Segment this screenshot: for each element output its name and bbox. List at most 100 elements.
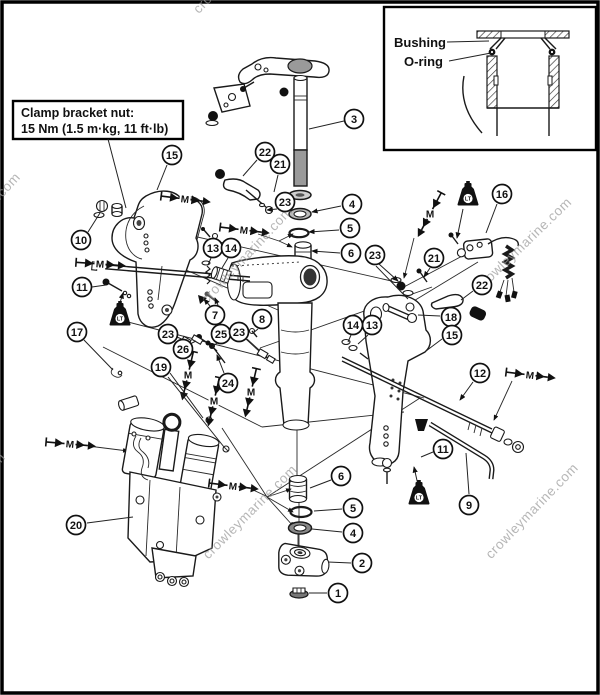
- svg-text:LT: LT: [416, 495, 423, 501]
- callout-23: 23: [228, 321, 260, 352]
- svg-text:20: 20: [70, 520, 82, 532]
- callout-4: 4: [311, 193, 363, 215]
- swivel-bracket: [226, 255, 328, 549]
- steering-arm: [205, 56, 330, 127]
- trim-sender-assembly: [448, 232, 520, 303]
- svg-text:4: 4: [350, 528, 357, 540]
- callout-25: 25: [210, 323, 232, 348]
- svg-text:13: 13: [366, 320, 378, 332]
- callout-24: 24: [216, 354, 239, 394]
- grease-m-icon: M: [218, 222, 270, 237]
- callout-6: 6: [311, 242, 362, 264]
- callout-10: 10: [70, 212, 101, 251]
- callout-15: 15: [425, 324, 463, 352]
- inset-label-bushing: Bushing: [394, 35, 446, 50]
- svg-text:12: 12: [474, 368, 486, 380]
- callout-22: 22: [460, 274, 493, 301]
- bracket-nut: [289, 587, 309, 599]
- loctite-lt-icon: LT: [408, 480, 430, 505]
- svg-text:1: 1: [335, 588, 341, 600]
- svg-text:6: 6: [338, 471, 344, 483]
- svg-text:M: M: [247, 388, 255, 399]
- torque-note-box: Clamp bracket nut: 15 Nm (1.5 m·kg, 11 f…: [11, 99, 185, 209]
- grease-m-icon: M: [74, 257, 126, 271]
- svg-text:9: 9: [466, 500, 472, 512]
- shift-lever-lower: [430, 293, 487, 321]
- svg-text:13: 13: [207, 243, 219, 255]
- svg-text:23: 23: [279, 197, 291, 209]
- svg-text:LT: LT: [465, 196, 472, 202]
- svg-text:21: 21: [274, 159, 286, 171]
- mount-block: [278, 542, 330, 577]
- oring-leader-line: [448, 52, 492, 62]
- svg-text:15: 15: [446, 330, 458, 342]
- svg-text:23: 23: [162, 329, 174, 341]
- grease-m-icon: M: [504, 367, 556, 382]
- svg-text:8: 8: [259, 314, 265, 326]
- callout-7: 7: [203, 297, 226, 326]
- svg-text:M: M: [180, 194, 190, 206]
- watermark-text: crowleymarine.com: [482, 460, 581, 561]
- torque-note-leader: [107, 138, 127, 209]
- svg-text:M: M: [525, 370, 535, 382]
- callout-21: 21: [423, 247, 445, 278]
- svg-text:23: 23: [369, 250, 381, 262]
- svg-text:19: 19: [155, 362, 167, 374]
- callout-2: 2: [327, 552, 373, 574]
- svg-text:M: M: [95, 259, 104, 271]
- svg-text:16: 16: [496, 189, 508, 201]
- callout-22: 22: [242, 141, 276, 177]
- callout-23: 23: [266, 191, 296, 213]
- exploded-view-artwork: [87, 56, 525, 599]
- loctite-leader: [455, 208, 464, 239]
- callout-8: 8: [251, 308, 273, 334]
- port-clamp-bracket: [111, 190, 205, 328]
- svg-text:11: 11: [76, 282, 88, 294]
- callout-19: 19: [150, 356, 225, 448]
- callout-1: 1: [309, 582, 349, 604]
- svg-text:22: 22: [259, 147, 271, 159]
- svg-text:M: M: [184, 371, 192, 382]
- grease-m-icon: M: [207, 478, 259, 493]
- callout-14: 14: [342, 314, 364, 343]
- callout-11: 11: [420, 438, 454, 460]
- svg-text:4: 4: [349, 199, 356, 211]
- svg-text:5: 5: [350, 503, 356, 515]
- tilt-lever-rod: [428, 421, 495, 480]
- grease-m-icon: M: [242, 366, 261, 418]
- svg-text:21: 21: [428, 253, 440, 265]
- grease-m-icon: M: [417, 189, 446, 237]
- shift-lever-upper: [215, 169, 274, 215]
- svg-text:23: 23: [233, 327, 245, 339]
- callout-11: 11: [71, 276, 107, 298]
- callout-15: 15: [156, 144, 183, 191]
- svg-text:3: 3: [351, 114, 357, 126]
- lower-bushing-stack: [287, 474, 313, 535]
- bushing-leader-line: [446, 40, 490, 43]
- svg-text:24: 24: [222, 378, 235, 390]
- inset-box: Bushing O-ring: [382, 5, 598, 152]
- callout-6: 6: [309, 465, 352, 489]
- steering-shaft: [288, 74, 312, 201]
- svg-text:M: M: [239, 225, 249, 237]
- svg-text:10: 10: [75, 235, 87, 247]
- link-pin: [382, 302, 418, 324]
- svg-text:18: 18: [445, 312, 457, 324]
- small-fasteners: [93, 199, 428, 378]
- svg-text:25: 25: [215, 329, 227, 341]
- svg-text:M: M: [228, 481, 238, 493]
- svg-text:7: 7: [212, 310, 218, 322]
- svg-text:M: M: [426, 210, 434, 221]
- callout-26: 26: [172, 338, 197, 360]
- grease-m-icon: M: [179, 349, 198, 401]
- loctite-lt-icon: LT: [457, 181, 479, 206]
- svg-text:14: 14: [347, 320, 360, 332]
- svg-text:2: 2: [359, 558, 365, 570]
- svg-text:11: 11: [437, 444, 449, 456]
- callout-20: 20: [65, 514, 134, 536]
